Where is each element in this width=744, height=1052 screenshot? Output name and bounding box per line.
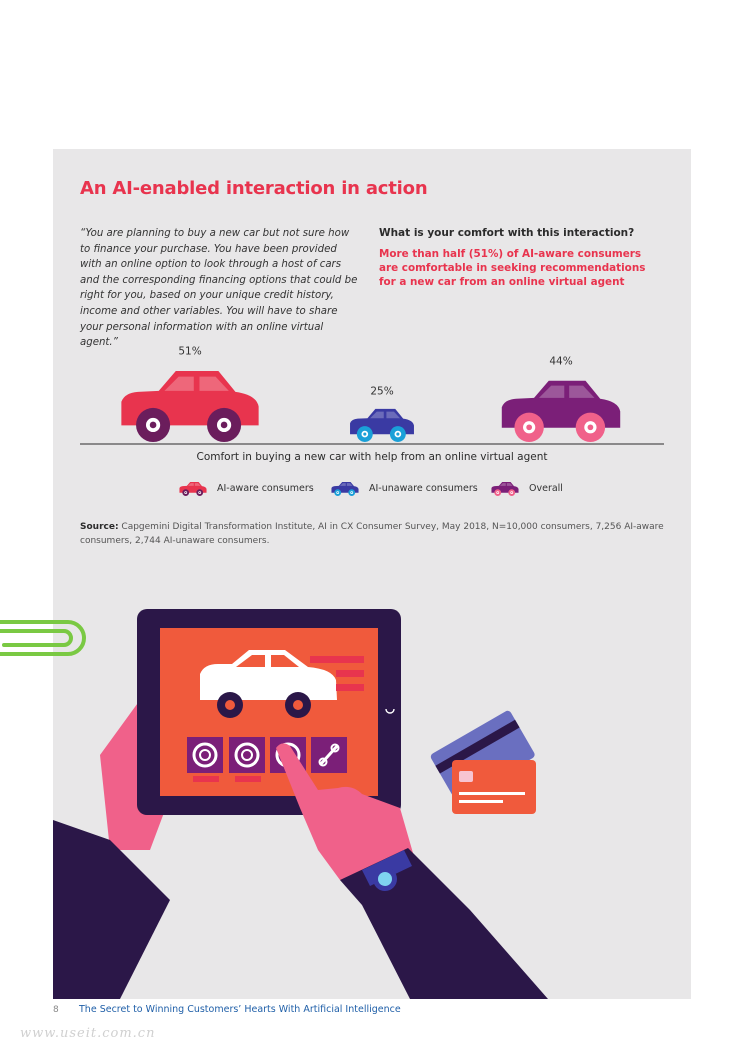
page-number: 8	[53, 1005, 59, 1015]
car-bar-1	[121, 371, 259, 442]
value-label: 25%	[370, 386, 393, 398]
legend-item-overall: Overall	[490, 480, 563, 496]
car-icon	[331, 482, 359, 496]
comfort-answer: More than half (51%) of AI-aware consume…	[379, 248, 646, 288]
car-bar-2	[350, 408, 414, 442]
legend-label: AI-unaware consumers	[369, 482, 478, 494]
car-bar-3	[501, 380, 621, 442]
tablet	[137, 609, 401, 815]
car-icon	[491, 482, 519, 496]
footer-title: The Secret to Winning Customers’ Hearts …	[79, 1004, 401, 1015]
section-heading: An AI-enabled interaction in action	[80, 178, 428, 199]
value-label: 51%	[178, 345, 201, 357]
legend-item-ai-aware: AI-aware consumers	[178, 480, 314, 496]
source-label: Source:	[80, 522, 119, 532]
comfort-question: What is your comfort with this interacti…	[379, 227, 635, 239]
tablet-illustration	[0, 609, 548, 999]
chart-caption: Comfort in buying a new car with help fr…	[196, 451, 548, 463]
value-label: 44%	[549, 356, 572, 368]
car-icon	[179, 482, 207, 496]
source-text: Capgemini Digital Transformation Institu…	[80, 522, 664, 546]
car-icon	[200, 650, 337, 718]
legend-label: Overall	[529, 482, 563, 494]
source-note: Source: Capgemini Digital Transformation…	[80, 520, 664, 548]
credit-card-icon	[430, 710, 536, 814]
watermark: www.useit.com.cn	[20, 1026, 156, 1041]
legend-label: AI-aware consumers	[217, 482, 314, 494]
comfort-chart: 51% 25% 44%	[80, 345, 664, 445]
legend-item-ai-unaware: AI-unaware consumers	[330, 480, 478, 496]
scenario-quote: “You are planning to buy a new car but n…	[80, 228, 358, 349]
paperclip-icon	[0, 620, 86, 656]
wristwatch-icon	[362, 850, 412, 891]
